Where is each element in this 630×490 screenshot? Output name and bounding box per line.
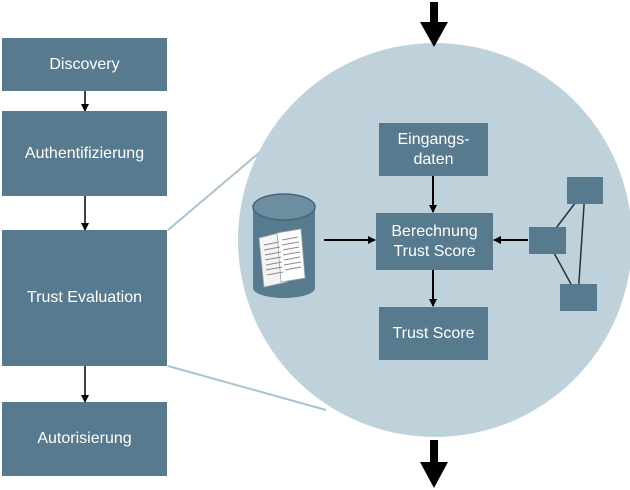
step-discovery: Discovery	[2, 38, 167, 91]
step-autorisierung: Autorisierung	[2, 402, 167, 476]
step-label: Authentifizierung	[24, 144, 145, 162]
incoming-arrow	[420, 2, 448, 47]
step-label: Trust Evaluation	[26, 289, 142, 306]
network-node-bottom	[560, 284, 597, 311]
step-authentifizierung: Authentifizierung	[2, 111, 167, 196]
trust-score-box: Trust Score	[379, 307, 488, 360]
step-label: Autorisierung	[37, 430, 132, 447]
zoom-line-bottom	[167, 365, 327, 411]
input-data-box: Eingangs- daten	[379, 123, 488, 176]
step-trust-evaluation: Trust Evaluation	[2, 230, 167, 366]
document-pages-icon	[258, 228, 306, 288]
trust-score-label: Trust Score	[392, 324, 475, 342]
network-node-top	[567, 177, 603, 204]
input-data-line1: Eingangs-	[397, 130, 470, 148]
calculation-line1: Berechnung	[391, 222, 478, 240]
calculation-box: Berechnung Trust Score	[376, 213, 493, 270]
step-label: Discovery	[49, 55, 120, 73]
calculation-line2: Trust Score	[393, 242, 476, 260]
network-node-middle	[529, 227, 566, 254]
input-data-line2: daten	[413, 150, 454, 168]
outgoing-arrow	[420, 440, 448, 488]
network-graph-icon	[529, 177, 603, 311]
database-icon	[252, 193, 316, 298]
